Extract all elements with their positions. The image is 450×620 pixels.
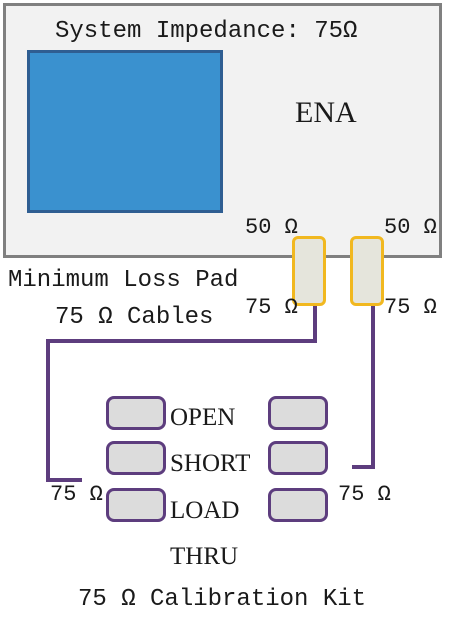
pad1-out-impedance-label: 75 Ω (245, 295, 298, 320)
open-label: OPEN (170, 404, 236, 431)
thru-label: THRU (170, 543, 239, 570)
port2-impedance-label: 50 Ω (384, 215, 437, 240)
right-standard-load (268, 488, 328, 522)
right-standard-short (268, 441, 328, 475)
system-impedance-label: System Impedance: 75Ω (55, 18, 358, 45)
ena-screen (27, 50, 223, 213)
right-cable (352, 302, 375, 469)
cal-right-port-impedance-label: 75 Ω (338, 482, 391, 507)
minimum-loss-pad-port1 (292, 236, 326, 306)
ena-label: ENA (295, 96, 357, 129)
port1-impedance-label: 50 Ω (245, 215, 298, 240)
right-standard-open (268, 396, 328, 430)
left-cable (46, 302, 317, 482)
minimum-loss-pad-label: Minimum Loss Pad (8, 267, 239, 294)
short-label: SHORT (170, 450, 251, 477)
minimum-loss-pad-port2 (350, 236, 384, 306)
left-standard-open (106, 396, 166, 430)
left-standard-load (106, 488, 166, 522)
left-standard-short (106, 441, 166, 475)
load-label: LOAD (170, 497, 240, 524)
calibration-kit-title: 75 Ω Calibration Kit (78, 586, 367, 613)
cables-label: 75 Ω Cables (55, 304, 214, 331)
cal-left-port-impedance-label: 75 Ω (50, 482, 103, 507)
pad2-out-impedance-label: 75 Ω (384, 295, 437, 320)
